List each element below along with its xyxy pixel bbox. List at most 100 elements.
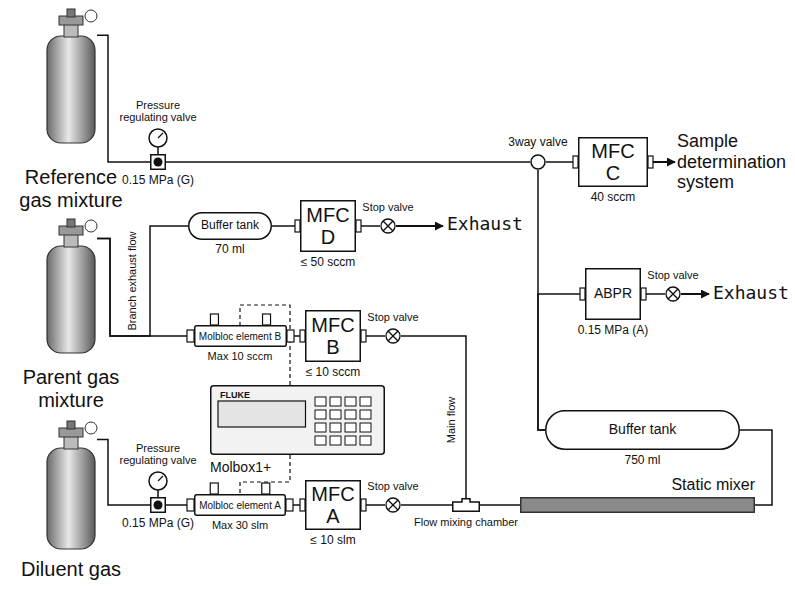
node-title: Molbloc element A — [199, 500, 281, 511]
mixing-chamber: Flow mixing chamber — [452, 498, 480, 512]
gauge-stem — [157, 490, 159, 497]
valve-cross — [383, 221, 393, 231]
device-housing — [211, 386, 385, 455]
keypad-key — [360, 423, 371, 432]
static-mixer: Static mixer — [520, 497, 755, 513]
valve-handle — [67, 421, 75, 429]
fitting — [187, 499, 194, 511]
cyl-outline — [45, 218, 97, 354]
mass-flow-controller: MFC B≤ 10 sccm — [305, 310, 361, 362]
cylinder-gauge — [85, 10, 97, 22]
mass-flow-controller: MFC C40 sccm — [578, 137, 648, 187]
exhaust-arrow — [396, 225, 443, 227]
node-caption: 0.15 MPa (A) — [578, 324, 649, 338]
node-caption: Diluent gas — [21, 558, 121, 581]
valve-circle — [386, 498, 400, 512]
stop-valve: Stop valve — [380, 218, 396, 234]
cyl-outline — [45, 8, 97, 144]
valve-outline — [380, 218, 396, 234]
stop-valve: Stop valve — [385, 497, 401, 513]
molbloc-body — [194, 326, 286, 347]
exhaust-label: Exhaust — [445, 214, 525, 235]
circ-outline — [530, 154, 546, 170]
fitting — [286, 499, 293, 511]
gas-line — [97, 35, 150, 162]
keypad-key — [330, 436, 341, 445]
exhaust-label: Exhaust — [711, 283, 791, 304]
flow-label: Branch exhaust flow — [126, 229, 139, 332]
node-title: MFC B — [311, 314, 354, 358]
box-outline — [586, 269, 641, 320]
stop-valve: Stop valve — [665, 286, 681, 302]
keypad-key — [360, 397, 371, 406]
gas-line — [97, 238, 194, 336]
node-title: MFC C — [591, 140, 634, 184]
node-title: Buffer tank — [201, 219, 259, 232]
regulator-body — [151, 498, 166, 513]
three-way-valve: 3way valve — [530, 154, 546, 170]
keypad-key — [360, 410, 371, 419]
node-caption: Pressure regulating valve — [115, 99, 201, 124]
flow-label: Main flow — [445, 395, 458, 445]
pressure-tap — [262, 483, 270, 494]
node-title: ABPR — [594, 286, 632, 301]
valve-circle — [531, 155, 545, 169]
gas-line — [401, 504, 452, 506]
node-caption: Parent gas mixture — [12, 366, 130, 412]
pressure-tap — [210, 483, 218, 494]
pressure-gauge — [149, 472, 167, 490]
node-title: Molbloc element B — [199, 331, 281, 342]
device-screen — [218, 401, 306, 427]
keypad-key — [330, 397, 341, 406]
node-caption: ≤ 50 sccm — [301, 256, 356, 270]
bar-outline — [520, 497, 755, 513]
gas-line — [538, 170, 545, 430]
cylinder-gauge — [85, 220, 97, 232]
box-outline — [306, 481, 361, 530]
valve-outline — [385, 328, 401, 344]
stop-valve: Stop valve — [385, 328, 401, 344]
node-caption: 3way valve — [508, 136, 567, 150]
valve-handle — [67, 9, 75, 17]
gas-cylinder: Parent gas mixture — [45, 218, 97, 354]
fitting — [187, 330, 194, 342]
port-stub — [300, 330, 305, 342]
keypad-key — [330, 410, 341, 419]
node-caption: Stop valve — [362, 201, 413, 214]
port-stub — [573, 156, 578, 168]
cyl-outline — [45, 420, 97, 550]
node-caption: Max 10 sccm — [208, 350, 273, 363]
valve-cross — [668, 289, 678, 299]
valve-cross — [388, 331, 398, 341]
node-title: Buffer tank — [609, 422, 676, 437]
node-caption: 70 ml — [215, 243, 244, 257]
pressure-tap — [262, 314, 270, 325]
mixer-tube — [521, 498, 755, 513]
node-title: MFC A — [311, 483, 354, 527]
node-caption: ≤ 10 sccm — [306, 366, 361, 380]
box-outline — [301, 201, 356, 252]
fitting — [287, 330, 294, 342]
port-stub — [300, 499, 305, 511]
node-caption: Max 30 slm — [212, 519, 268, 532]
node-caption: Stop valve — [367, 311, 418, 324]
gas-line — [480, 504, 520, 506]
mass-flow-controller: MFC A≤ 10 slm — [305, 480, 361, 530]
keypad-key — [345, 423, 356, 432]
box-outline — [306, 311, 361, 362]
port-stub — [648, 156, 653, 168]
gas-line — [166, 161, 530, 163]
cylinder-neck — [64, 24, 78, 37]
keypad-key — [315, 436, 326, 445]
outlet-label: Sample determination system — [677, 131, 793, 193]
regulator-knob — [154, 158, 163, 167]
pressure-regulator: Pressure regulating valve0.15 MPa (G) — [150, 497, 166, 513]
tee-outline — [452, 498, 480, 512]
keypad-key — [315, 397, 326, 406]
mass-flow-controller: MFC D≤ 50 sccm — [300, 200, 356, 252]
keypad-key — [345, 410, 356, 419]
valve-circle — [381, 219, 395, 233]
tank-outline — [189, 213, 272, 240]
port-stub — [580, 288, 585, 300]
reg-outline — [150, 154, 166, 170]
